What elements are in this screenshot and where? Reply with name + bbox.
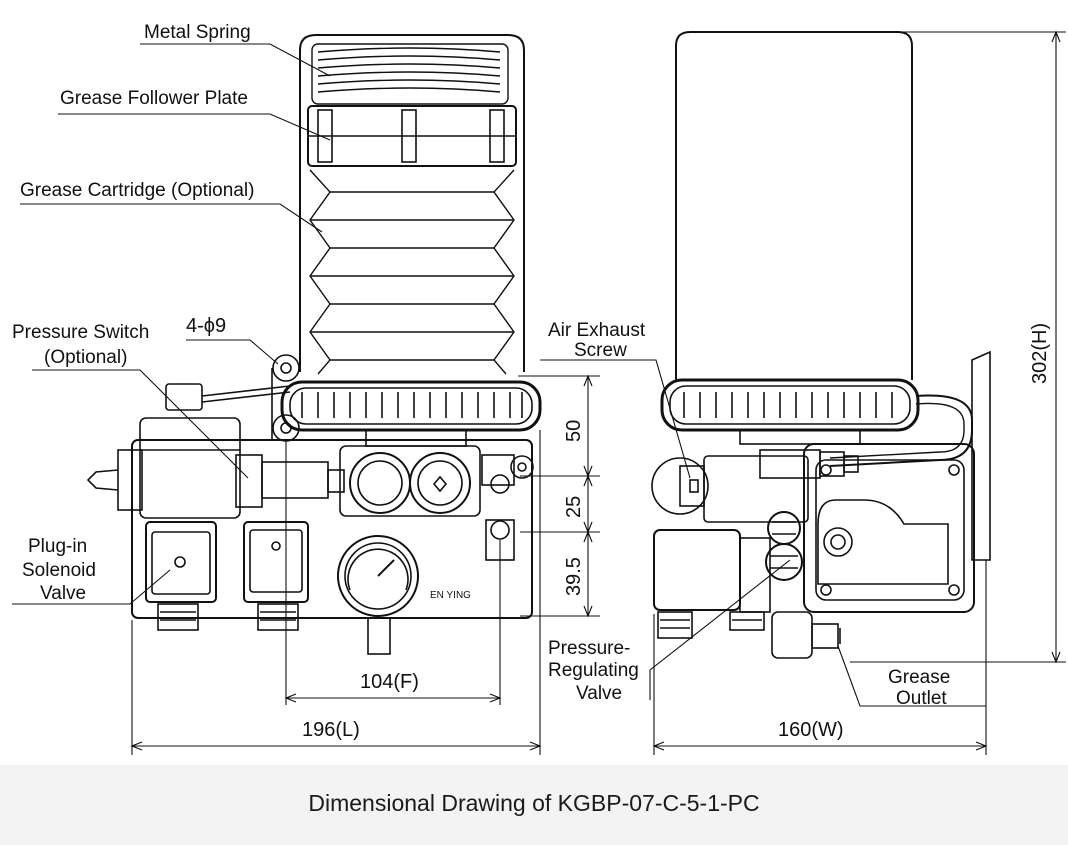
label-plugin-1: Plug-in bbox=[28, 536, 87, 557]
label-pressure-switch-1: Pressure Switch bbox=[12, 322, 149, 343]
label-pressure-switch-2: (Optional) bbox=[44, 347, 127, 368]
dimensional-drawing: Metal Spring Grease Follower Plate Greas… bbox=[12, 22, 1066, 755]
dimension-values: 50 25 39.5 104(F) 196(L) 160(W) 302(H) bbox=[302, 323, 1051, 741]
label-plugin-3: Valve bbox=[40, 583, 86, 604]
side-leaders bbox=[540, 359, 986, 707]
pressure-gauge bbox=[337, 535, 419, 655]
label-grease-outlet-1: Grease bbox=[888, 667, 950, 688]
dim-302 bbox=[850, 30, 1066, 664]
grease-cartridge bbox=[309, 169, 515, 375]
label-metal-spring: Metal Spring bbox=[144, 22, 251, 43]
label-grease-outlet-2: Outlet bbox=[896, 688, 947, 709]
dim-39-5-value: 39.5 bbox=[563, 557, 585, 596]
dim-160-value: 160(W) bbox=[778, 719, 844, 741]
front-view bbox=[12, 34, 600, 755]
label-mount-holes: 4-ϕ9 bbox=[186, 315, 226, 337]
dim-302-value: 302(H) bbox=[1029, 323, 1051, 384]
dim-25-value: 25 bbox=[563, 496, 585, 518]
grease-follower-plate bbox=[307, 105, 517, 167]
junction-box bbox=[803, 443, 975, 613]
metal-spring bbox=[311, 43, 509, 105]
dim-196-value: 196(L) bbox=[302, 719, 360, 741]
pressure-switch bbox=[165, 383, 291, 411]
dim-160 bbox=[652, 560, 988, 755]
label-plugin-2: Solenoid bbox=[22, 560, 96, 581]
vertical-dims bbox=[518, 374, 600, 618]
front-leaders bbox=[12, 43, 331, 605]
caption-band bbox=[0, 765, 1068, 845]
brand-marking: EN YING bbox=[430, 590, 471, 601]
label-air-exhaust-1: Air Exhaust bbox=[548, 320, 646, 341]
locking-ring bbox=[280, 380, 542, 432]
dim-104 bbox=[284, 440, 502, 705]
label-grease-cartridge: Grease Cartridge (Optional) bbox=[20, 180, 254, 201]
label-grease-follower-plate: Grease Follower Plate bbox=[60, 88, 248, 109]
dim-104-value: 104(F) bbox=[360, 671, 419, 693]
drawing-svg: Metal Spring Grease Follower Plate Greas… bbox=[12, 22, 1066, 755]
side-view bbox=[540, 30, 1066, 755]
label-prv-2: Regulating bbox=[548, 660, 639, 681]
label-prv-1: Pressure- bbox=[548, 638, 630, 659]
dim-50-value: 50 bbox=[563, 420, 585, 442]
annotation-labels: Metal Spring Grease Follower Plate Greas… bbox=[12, 22, 950, 709]
drawing-caption: Dimensional Drawing of KGBP-07-C-5-1-PC bbox=[308, 790, 760, 816]
label-air-exhaust-2: Screw bbox=[574, 340, 627, 361]
label-prv-3: Valve bbox=[576, 683, 622, 704]
solenoid-valve bbox=[86, 417, 263, 519]
dim-196 bbox=[130, 430, 542, 755]
plugin-solenoid-valve bbox=[145, 521, 309, 631]
